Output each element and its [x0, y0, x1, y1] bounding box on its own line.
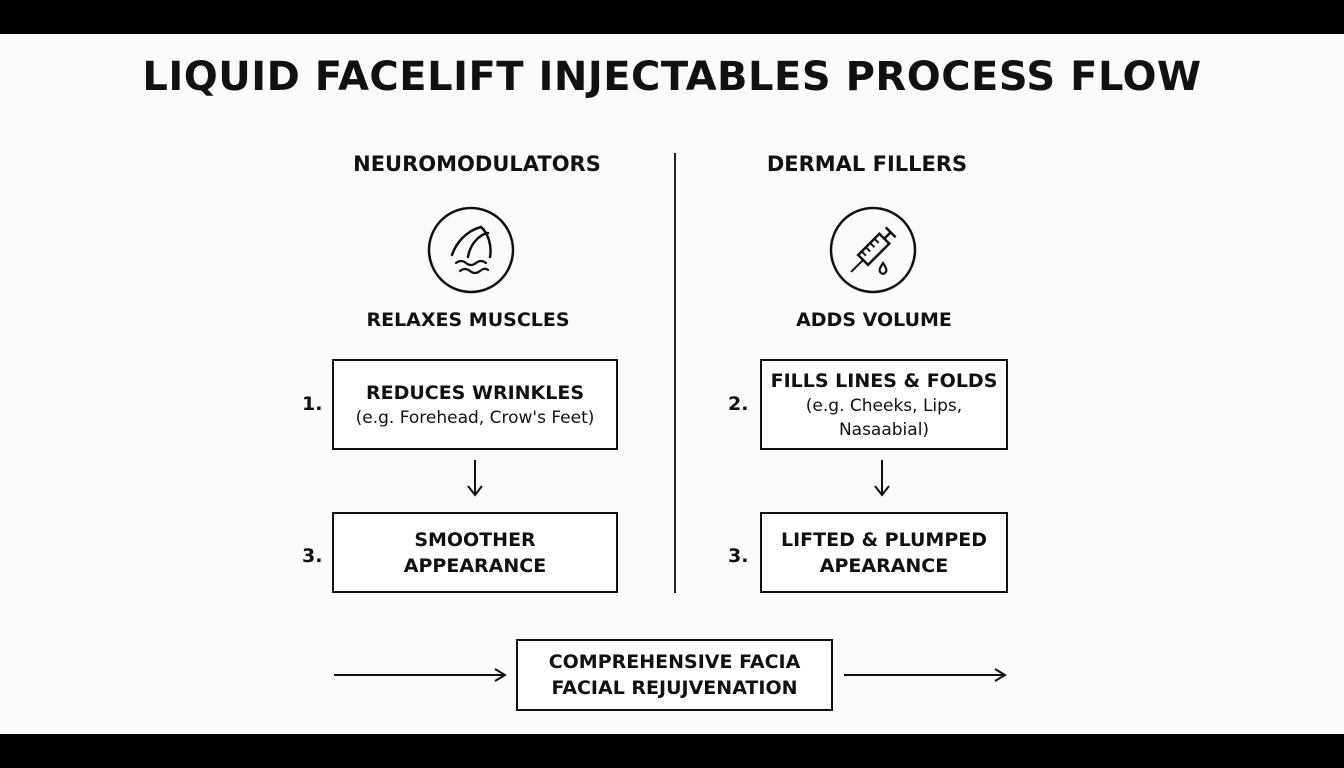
reduces-wrinkles-examples: (e.g. Forehead, Crow's Feet)	[355, 407, 595, 428]
column-divider	[674, 153, 676, 593]
fills-lines-box: FILLS LINES & FOLDS (e.g. Cheeks, Lips, …	[760, 359, 1008, 450]
lifted-plumped-line2: APEARANCE	[819, 554, 949, 577]
fills-lines-examples-line1: (e.g. Cheeks, Lips,	[805, 395, 963, 416]
step-number-3-right: 3.	[728, 545, 749, 567]
neuromodulators-heading: NEUROMODULATORS	[353, 152, 601, 176]
smoother-appearance-box: SMOOTHER APPEARANCE	[332, 512, 618, 593]
result-line2: FACIAL REJUJVENATION	[551, 677, 798, 699]
bottom-frame-bar	[0, 734, 1344, 768]
adds-volume-label: ADDS VOLUME	[796, 309, 952, 331]
top-frame-bar	[0, 0, 1344, 34]
result-right-arrow	[844, 668, 1007, 682]
step-number-2: 2.	[728, 393, 749, 415]
reduces-wrinkles-box: REDUCES WRINKLES (e.g. Forehead, Crow's …	[332, 359, 618, 450]
step-number-3-left: 3.	[302, 545, 323, 567]
diagram-title: LIQUID FACELIFT INJECTABLES PROCESS FLOW	[142, 54, 1202, 100]
result-line1: COMPREHENSIVE FACIA	[548, 651, 801, 673]
lifted-plumped-line1: LIFTED & PLUMPED	[780, 528, 988, 551]
comprehensive-rejuvenation-box: COMPREHENSIVE FACIA FACIAL REJUJVENATION	[516, 639, 833, 711]
relaxes-muscles-label: RELAXES MUSCLES	[366, 309, 570, 331]
right-down-arrow	[874, 460, 890, 497]
fills-lines-examples-line2: Nasaabial)	[838, 419, 930, 440]
diagram-canvas	[0, 34, 1344, 734]
smoother-appearance-line1: SMOOTHER	[414, 528, 536, 551]
result-left-arrow	[334, 668, 507, 682]
dermal-fillers-heading: DERMAL FILLERS	[766, 152, 968, 176]
step-number-1: 1.	[302, 393, 323, 415]
left-down-arrow	[467, 460, 483, 497]
smoother-appearance-line2: APPEARANCE	[403, 554, 547, 577]
lifted-plumped-box: LIFTED & PLUMPED APEARANCE	[760, 512, 1008, 593]
relaxed-muscle-icon	[426, 205, 516, 295]
syringe-icon	[828, 205, 918, 295]
fills-lines-text: FILLS LINES & FOLDS	[770, 369, 998, 392]
reduces-wrinkles-text: REDUCES WRINKLES	[365, 381, 585, 404]
